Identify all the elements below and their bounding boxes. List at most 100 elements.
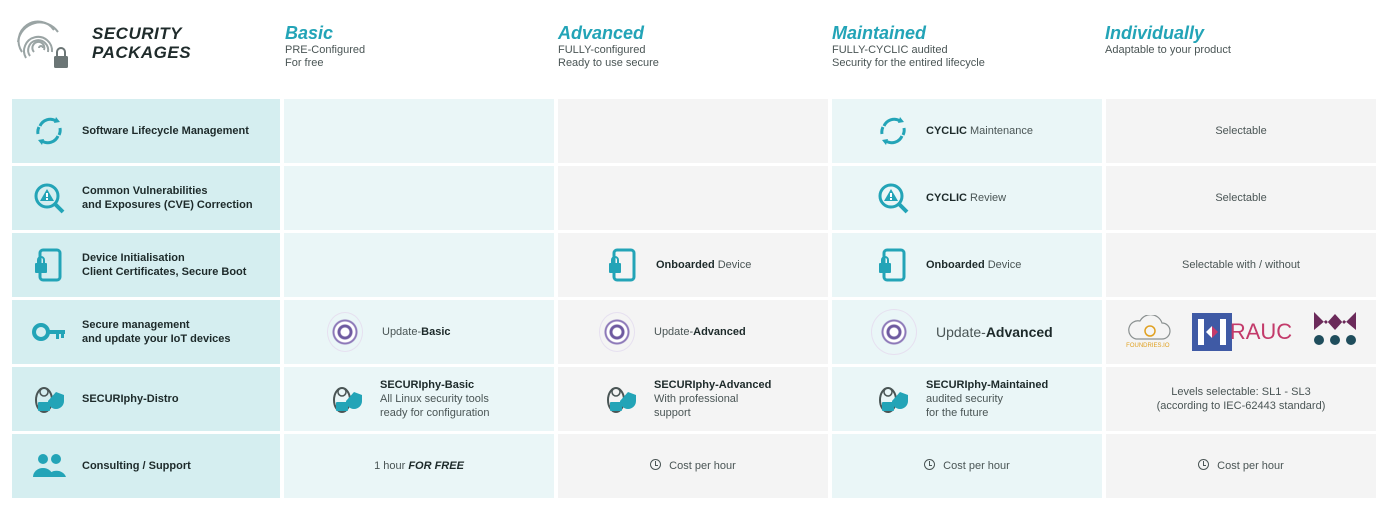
cell-maintained-support: Cost per hour xyxy=(832,434,1102,498)
cell-text: Cost per hour xyxy=(1217,460,1284,472)
device-lock-icon xyxy=(32,248,66,282)
mender-logo xyxy=(1310,308,1360,357)
cycle-arrows-icon xyxy=(32,114,66,148)
cell-advanced-lifecycle xyxy=(558,99,828,163)
package-name: Individually xyxy=(1105,23,1205,43)
fingerprint-lock-logo xyxy=(10,12,74,76)
cell-text: (according to IEC-62443 standard) xyxy=(1156,400,1326,412)
row-header-lifecycle: Software Lifecycle Management xyxy=(12,99,280,163)
cell-advanced-update: Update-Advanced xyxy=(558,300,828,364)
cell-text: 1 hour xyxy=(374,460,409,472)
magnifier-warning-icon xyxy=(876,181,910,215)
cell-text: Selectable xyxy=(1215,125,1267,137)
cell-basic-device xyxy=(284,233,554,297)
cell-advanced-support: Cost per hour xyxy=(558,434,828,498)
rauc-logo: RAUC xyxy=(1191,313,1293,351)
cell-text: All Linux security tools xyxy=(380,393,489,405)
cell-individual-support: Cost per hour xyxy=(1106,434,1376,498)
clock-icon xyxy=(1198,459,1210,470)
cell-text: Update- xyxy=(936,324,986,340)
rauc-logo-text: RAUC xyxy=(1229,319,1293,344)
update-swirl-icon xyxy=(600,313,634,351)
cell-text: Update- xyxy=(654,326,694,338)
cell-text: Selectable with / without xyxy=(1181,259,1300,271)
title-line-1: SECURITY xyxy=(92,24,182,43)
row-label: Secure management xyxy=(82,319,190,331)
cell-basic-lifecycle xyxy=(284,99,554,163)
clock-icon xyxy=(650,459,662,470)
cell-individual-distro: Levels selectable: SL1 - SL3 (according t… xyxy=(1106,367,1376,431)
package-subtitle: Security for the entired lifecycle xyxy=(832,57,985,69)
row-label: Client Certificates, Secure Boot xyxy=(82,266,247,278)
row-header-support: Consulting / Support xyxy=(12,434,280,498)
cell-bold-text: CYCLIC xyxy=(926,125,967,137)
package-header-individually: Individually Adaptable to your product xyxy=(1105,22,1231,57)
package-subtitle: FULLY-CYCLIC audited xyxy=(832,44,948,56)
cell-maintained-device: Onboarded Device xyxy=(832,233,1102,297)
cell-text: support xyxy=(654,407,691,419)
cell-bold-text: CYCLIC xyxy=(926,192,967,204)
cell-bold-text: SECURIphy-Advanced xyxy=(654,379,772,391)
cell-text: Maintenance xyxy=(966,125,1033,137)
cell-individual-lifecycle: Selectable xyxy=(1106,99,1376,163)
cell-maintained-cve: CYCLIC Review xyxy=(832,166,1102,230)
row-header-update: Secure management and update your IoT dev… xyxy=(12,300,280,364)
cell-text: Levels selectable: SL1 - SL3 xyxy=(1171,386,1311,398)
cell-text: Review xyxy=(966,192,1007,204)
clock-icon xyxy=(924,459,936,470)
cell-text: for the future xyxy=(926,407,989,419)
foundries-logo: FOUNDRIES.IO xyxy=(1122,315,1174,349)
foundries-logo-text: FOUNDRIES.IO xyxy=(1126,343,1170,349)
cell-individual-update: FOUNDRIES.IO RAUC xyxy=(1106,300,1376,364)
package-header-maintained: Maintained FULLY-CYCLIC audited Security… xyxy=(832,22,985,70)
cell-basic-update: Update-Basic xyxy=(284,300,554,364)
package-subtitle: Ready to use secure xyxy=(558,57,659,69)
cycle-arrows-icon xyxy=(876,114,910,148)
row-header-cve: Common Vulnerabilities and Exposures (CVE… xyxy=(12,166,280,230)
package-name: Advanced xyxy=(558,23,645,43)
magnifier-warning-icon xyxy=(32,181,66,215)
tux-shield-icon xyxy=(604,382,638,416)
cell-advanced-device: Onboarded Device xyxy=(558,233,828,297)
package-subtitle: FULLY-configured xyxy=(558,44,646,56)
cell-text: Update- xyxy=(382,326,422,338)
cell-text: With professional xyxy=(654,393,739,405)
cell-maintained-update: Update-Advanced xyxy=(832,300,1102,364)
cell-bold-text: SECURIphy-Basic xyxy=(380,379,475,391)
package-name: Maintained xyxy=(832,23,927,43)
row-label: Common Vulnerabilities xyxy=(82,185,208,197)
cell-bold-text: Advanced xyxy=(693,326,746,338)
cell-bold-text: Onboarded xyxy=(656,259,715,271)
row-label: and update your IoT devices xyxy=(82,333,231,345)
cell-bold-text: Basic xyxy=(421,326,451,338)
title-line-2: PACKAGES xyxy=(92,43,192,62)
cell-text: Selectable xyxy=(1215,192,1267,204)
package-subtitle: For free xyxy=(285,57,324,69)
row-label: Consulting / Support xyxy=(82,460,191,472)
cell-text: Cost per hour xyxy=(669,460,736,472)
row-label: SECURIphy-Distro xyxy=(82,393,179,405)
cell-individual-device: Selectable with / without xyxy=(1106,233,1376,297)
package-subtitle: Adaptable to your product xyxy=(1105,44,1231,56)
cell-bold-text: SECURIphy-Maintained xyxy=(926,379,1049,391)
row-label: Device Initialisation xyxy=(82,252,185,264)
row-header-distro: SECURIphy-Distro xyxy=(12,367,280,431)
tux-shield-icon xyxy=(32,382,66,416)
device-lock-icon xyxy=(606,248,640,282)
cell-basic-support: 1 hour FOR FREE xyxy=(284,434,554,498)
package-name: Basic xyxy=(285,23,334,43)
cell-text: ready for configuration xyxy=(380,407,490,419)
cell-individual-cve: Selectable xyxy=(1106,166,1376,230)
package-header-advanced: Advanced FULLY-configured Ready to use s… xyxy=(558,22,659,70)
cell-text: Cost per hour xyxy=(943,460,1010,472)
package-header-basic: Basic PRE-Configured For free xyxy=(285,22,365,70)
cell-bold-text: Advanced xyxy=(985,324,1053,340)
row-label: and Exposures (CVE) Correction xyxy=(82,199,253,211)
package-subtitle: PRE-Configured xyxy=(285,44,366,56)
page-title: SECURITY PACKAGES xyxy=(92,24,191,62)
cell-basic-cve xyxy=(284,166,554,230)
